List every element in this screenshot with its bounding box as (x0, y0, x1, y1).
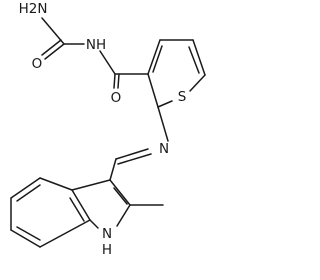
bond-c3a-c7a-inner (69, 197, 85, 222)
bond-c3a-c3ind (71, 179, 111, 191)
bond-c7-c7a (39, 219, 91, 248)
bond-c3ind-c2ind (109, 179, 131, 206)
urea-oxygen-label: O (32, 56, 43, 72)
imine-nitrogen-label: N (159, 141, 169, 157)
bond-c2ind-n (116, 204, 131, 227)
bond-c6-c7 (10, 229, 41, 248)
bond-c4-c5 (10, 177, 41, 199)
bond-c-o-urea-1 (44, 43, 65, 60)
bond-c5-c6-inner (188, 46, 200, 74)
bond-n-ch-1 (115, 148, 149, 160)
indole-nitrogen-label: N (102, 226, 112, 242)
molecule-canvas: H2N O NH O S N N H (10, 1, 206, 258)
indole-hydrogen-label: H (102, 242, 112, 258)
bond-c6-c7-inner (16, 226, 41, 241)
amine-label: H2N (19, 1, 48, 17)
bond-c3a-c4 (39, 177, 73, 191)
bond-n-ch-2 (117, 153, 152, 165)
thiophene-sulfur-label: S (178, 89, 187, 105)
bond-c2-c3 (147, 73, 159, 108)
bond-c2-n (157, 106, 169, 142)
bond-c-o-urea-2 (41, 39, 62, 56)
bond-c-o-amide-1 (113, 73, 116, 89)
bond-c3-c4-inner (152, 45, 163, 73)
bond-nh-c (99, 50, 116, 75)
bond-c3-c4 (147, 39, 161, 75)
bond-c7a-c3a (71, 189, 91, 221)
structure-drawing: H2N O NH O S N N H (10, 1, 206, 258)
bond-c4-c5-inner (16, 184, 41, 202)
bond-c6-s (189, 74, 206, 92)
bond-ch-c3ind (109, 158, 117, 181)
bond-s-c2 (157, 100, 173, 108)
urea-nh-label: NH (86, 37, 106, 53)
amide-oxygen-label: O (111, 90, 122, 106)
bond-c5-c6 (192, 39, 206, 76)
bond-c-o-amide-2 (117, 73, 120, 89)
bond-c3ind-c2ind-inner (113, 187, 128, 205)
bond-n-c7a (89, 219, 99, 229)
